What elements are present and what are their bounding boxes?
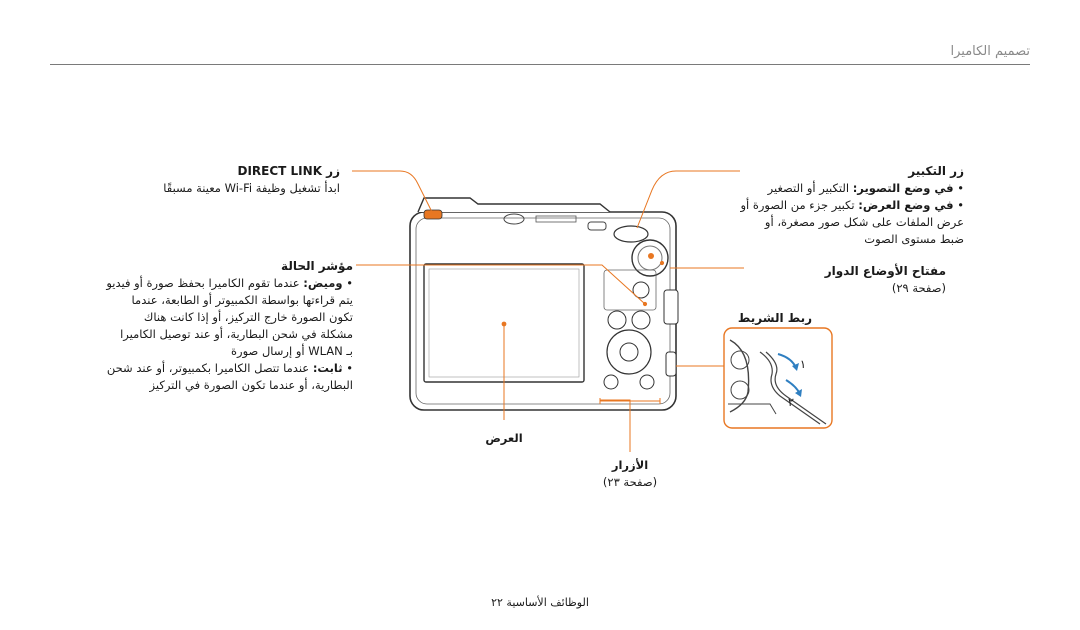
status-line: • وميض: عندما تقوم الكاميرا بحفظ صورة أو…: [106, 276, 353, 290]
leader-lines: [352, 170, 744, 452]
zoom-line: • في وضع التصوير: التكبير أو التصغير: [767, 181, 964, 195]
camera-body: [409, 197, 679, 411]
strap-step-2: ٢: [787, 395, 795, 409]
status-indicator-title: مؤشر الحالة: [281, 259, 353, 273]
mode-dial-page: (صفحة ٢٩): [891, 281, 946, 295]
status-line: بـ WLAN أو إرسال صورة: [231, 344, 353, 358]
status-indicator-callout: مؤشر الحالة • وميض: عندما تقوم الكاميرا …: [106, 258, 353, 394]
zoom-callout: زر التكبير • في وضع التصوير: التكبير أو …: [740, 163, 964, 248]
strap-detail: [723, 327, 833, 429]
buttons-callout: الأزرار (صفحة ٢٣): [580, 457, 680, 491]
status-line: • ثابت: عندما تتصل الكاميرا بكمبيوتر، أو…: [106, 361, 353, 375]
direct-link-title: زر DIRECT LINK: [237, 164, 341, 178]
footer-page-number: ٢٢: [491, 596, 503, 609]
zoom-line: ضبط مستوى الصوت: [864, 232, 964, 246]
screen-label: العرض: [485, 431, 523, 445]
chapter-title: تصميم الكاميرا: [950, 44, 1031, 59]
zoom-line: • في وضع العرض: تكبير جزء من الصورة أو: [740, 198, 964, 212]
direct-link-callout: زر DIRECT LINK ابدأ تشغيل وظيفة Wi-Fi مع…: [163, 163, 340, 197]
zoom-line: عرض الملفات على شكل صور مصغرة، أو: [764, 215, 964, 229]
status-line: البطارية، أو عندما تكون الصورة في التركي…: [149, 378, 353, 392]
mode-dial-callout: مفتاح الأوضاع الدوار (صفحة ٢٩): [825, 263, 946, 297]
header-rule: [50, 64, 1030, 65]
page-footer: الوظائف الأساسية ٢٢: [0, 596, 1080, 609]
strap-callout: ربط الشريط: [738, 310, 812, 327]
status-line: مشكلة في شحن البطارية، أو عند توصيل الكا…: [120, 327, 353, 341]
footer-section: الوظائف الأساسية: [506, 596, 589, 609]
status-line: تكون الصورة خارج التركيز، أو إذا كانت هن…: [143, 310, 353, 324]
direct-link-desc: ابدأ تشغيل وظيفة Wi-Fi معينة مسبقًا: [163, 181, 340, 195]
status-line: يتم قراءتها بواسطة الكمبيوتر أو الطابعة،…: [131, 293, 353, 307]
zoom-title: زر التكبير: [908, 164, 964, 178]
mode-dial-title: مفتاح الأوضاع الدوار: [824, 264, 946, 278]
buttons-title: الأزرار: [611, 458, 649, 472]
buttons-page: (صفحة ٢٣): [602, 475, 658, 489]
strap-title: ربط الشريط: [737, 311, 812, 325]
strap-step-1: ١: [799, 357, 807, 371]
